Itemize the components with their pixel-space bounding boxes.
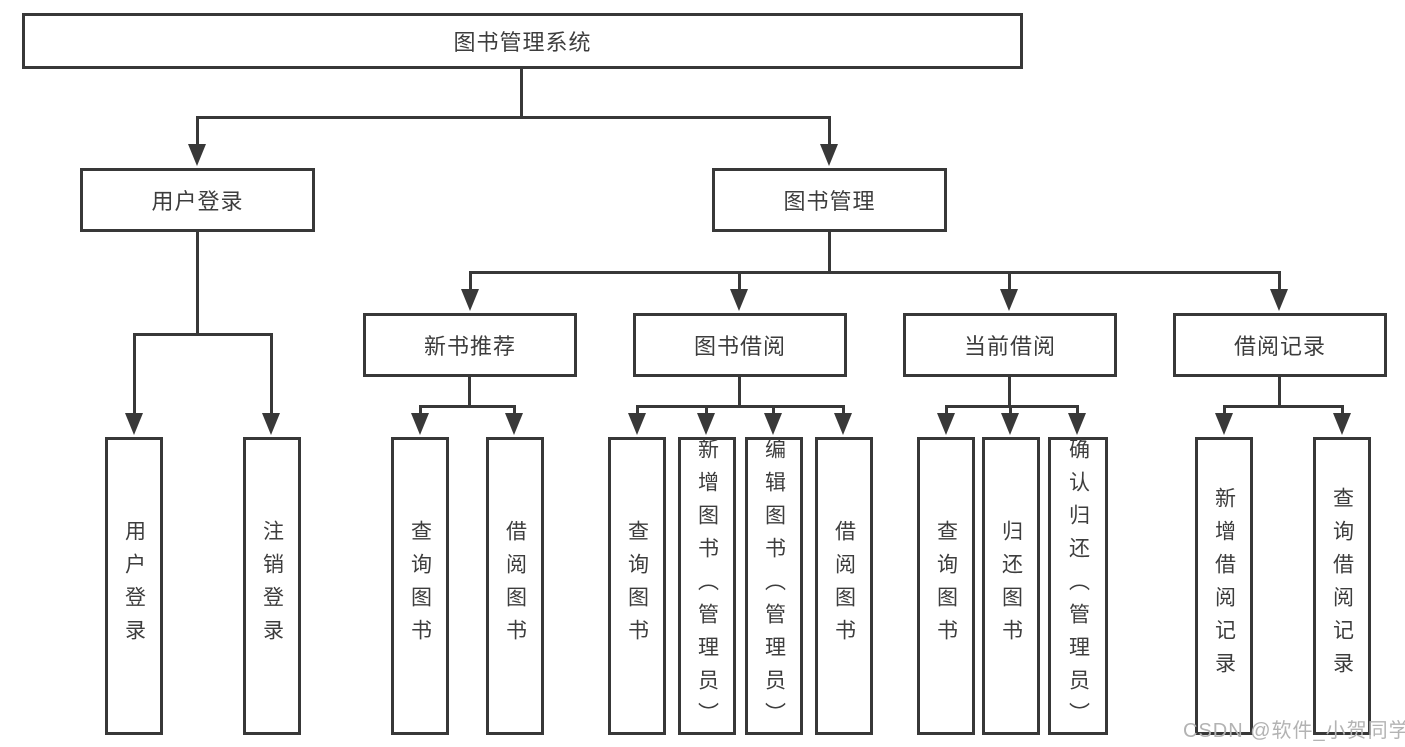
connector-line	[1341, 405, 1344, 415]
leaf-add-books-admin: 新增图书（管理员）	[678, 437, 736, 735]
connector-line	[133, 333, 273, 336]
arrowhead-down	[262, 413, 280, 435]
arrowhead-down	[1215, 413, 1233, 435]
connector-line	[945, 405, 948, 415]
node-root-label: 图书管理系统	[453, 30, 592, 55]
leaf-user-login-label: 用户登录	[122, 520, 146, 652]
arrowhead-down	[125, 413, 143, 435]
connector-line	[842, 405, 845, 415]
connector-line	[1076, 405, 1079, 415]
node-root: 图书管理系统	[22, 13, 1023, 69]
arrowhead-down	[1000, 289, 1018, 311]
leaf-borrow-query-books: 查询图书	[608, 437, 666, 735]
node-user-login-branch: 用户登录	[80, 168, 315, 232]
arrowhead-down	[628, 413, 646, 435]
leaf-query-borrow-record-label: 查询借阅记录	[1330, 487, 1354, 685]
arrowhead-down	[461, 289, 479, 311]
leaf-edit-books-admin: 编辑图书（管理员）	[745, 437, 803, 735]
arrowhead-down	[937, 413, 955, 435]
connector-line	[828, 116, 831, 146]
leaf-return-books-label: 归还图书	[999, 520, 1023, 652]
leaf-logout-label: 注销登录	[260, 520, 284, 652]
leaf-current-query-books: 查询图书	[917, 437, 975, 735]
connector-line	[945, 405, 1079, 408]
node-current-borrowing: 当前借阅	[903, 313, 1117, 377]
leaf-borrow-books: 借阅图书	[815, 437, 873, 735]
leaf-confirm-return-admin-label: 确认归还（管理员）	[1066, 437, 1090, 735]
connector-line	[419, 405, 516, 408]
connector-line	[1223, 405, 1226, 415]
arrowhead-down	[505, 413, 523, 435]
leaf-logout: 注销登录	[243, 437, 301, 735]
arrowhead-down	[1270, 289, 1288, 311]
node-book-borrowing-label: 图书借阅	[693, 334, 786, 359]
leaf-edit-books-admin-label: 编辑图书（管理员）	[762, 437, 786, 735]
node-borrowing-records-label: 借阅记录	[1233, 334, 1326, 359]
connector-line	[270, 333, 273, 413]
arrowhead-down	[188, 144, 206, 166]
arrowhead-down	[1001, 413, 1019, 435]
leaf-borrow-books-label: 借阅图书	[832, 520, 856, 652]
node-book-management-branch: 图书管理	[712, 168, 947, 232]
arrowhead-down	[1333, 413, 1351, 435]
connector-line	[636, 405, 845, 408]
node-borrowing-records: 借阅记录	[1173, 313, 1387, 377]
csdn-watermark: CSDN @软件_小贺同学	[1183, 720, 1405, 742]
connector-line	[1223, 405, 1343, 408]
node-new-book-recommend-label: 新书推荐	[423, 334, 516, 359]
connector-line	[469, 271, 472, 291]
leaf-user-login: 用户登录	[105, 437, 163, 735]
arrowhead-down	[411, 413, 429, 435]
connector-line	[196, 116, 831, 119]
arrowhead-down	[834, 413, 852, 435]
leaf-borrow-query-books-label: 查询图书	[625, 520, 649, 652]
leaf-newrec-query-books-label: 查询图书	[408, 520, 432, 652]
leaf-add-borrow-record: 新增借阅记录	[1195, 437, 1253, 735]
arrowhead-down	[820, 144, 838, 166]
connector-line	[828, 232, 831, 271]
node-user-login-branch-label: 用户登录	[151, 189, 244, 214]
arrowhead-down	[697, 413, 715, 435]
arrowhead-down	[1068, 413, 1086, 435]
leaf-newrec-borrow-books: 借阅图书	[486, 437, 544, 735]
leaf-newrec-query-books: 查询图书	[391, 437, 449, 735]
connector-line	[705, 405, 708, 415]
node-current-borrowing-label: 当前借阅	[963, 334, 1056, 359]
arrowhead-down	[764, 413, 782, 435]
node-book-management-branch-label: 图书管理	[783, 189, 876, 214]
node-new-book-recommend: 新书推荐	[363, 313, 577, 377]
leaf-add-borrow-record-label: 新增借阅记录	[1212, 487, 1236, 685]
connector-line	[636, 405, 639, 415]
connector-line	[419, 405, 422, 415]
connector-line	[520, 69, 523, 116]
connector-line	[772, 405, 775, 415]
connector-line	[1278, 377, 1281, 405]
connector-line	[469, 271, 1281, 274]
connector-line	[1008, 271, 1011, 291]
node-book-borrowing: 图书借阅	[633, 313, 847, 377]
connector-line	[1008, 377, 1011, 405]
leaf-query-borrow-record: 查询借阅记录	[1313, 437, 1371, 735]
leaf-current-query-books-label: 查询图书	[934, 520, 958, 652]
connector-line	[1009, 405, 1012, 415]
arrowhead-down	[730, 289, 748, 311]
connector-line	[196, 116, 199, 146]
leaf-return-books: 归还图书	[982, 437, 1040, 735]
connector-line	[1278, 271, 1281, 291]
connector-line	[738, 271, 741, 291]
leaf-newrec-borrow-books-label: 借阅图书	[503, 520, 527, 652]
connector-line	[738, 377, 741, 405]
connector-line	[133, 333, 136, 413]
connector-line	[196, 232, 199, 335]
leaf-add-books-admin-label: 新增图书（管理员）	[695, 437, 719, 735]
leaf-confirm-return-admin: 确认归还（管理员）	[1048, 437, 1108, 735]
connector-line	[513, 405, 516, 415]
connector-line	[468, 377, 471, 405]
